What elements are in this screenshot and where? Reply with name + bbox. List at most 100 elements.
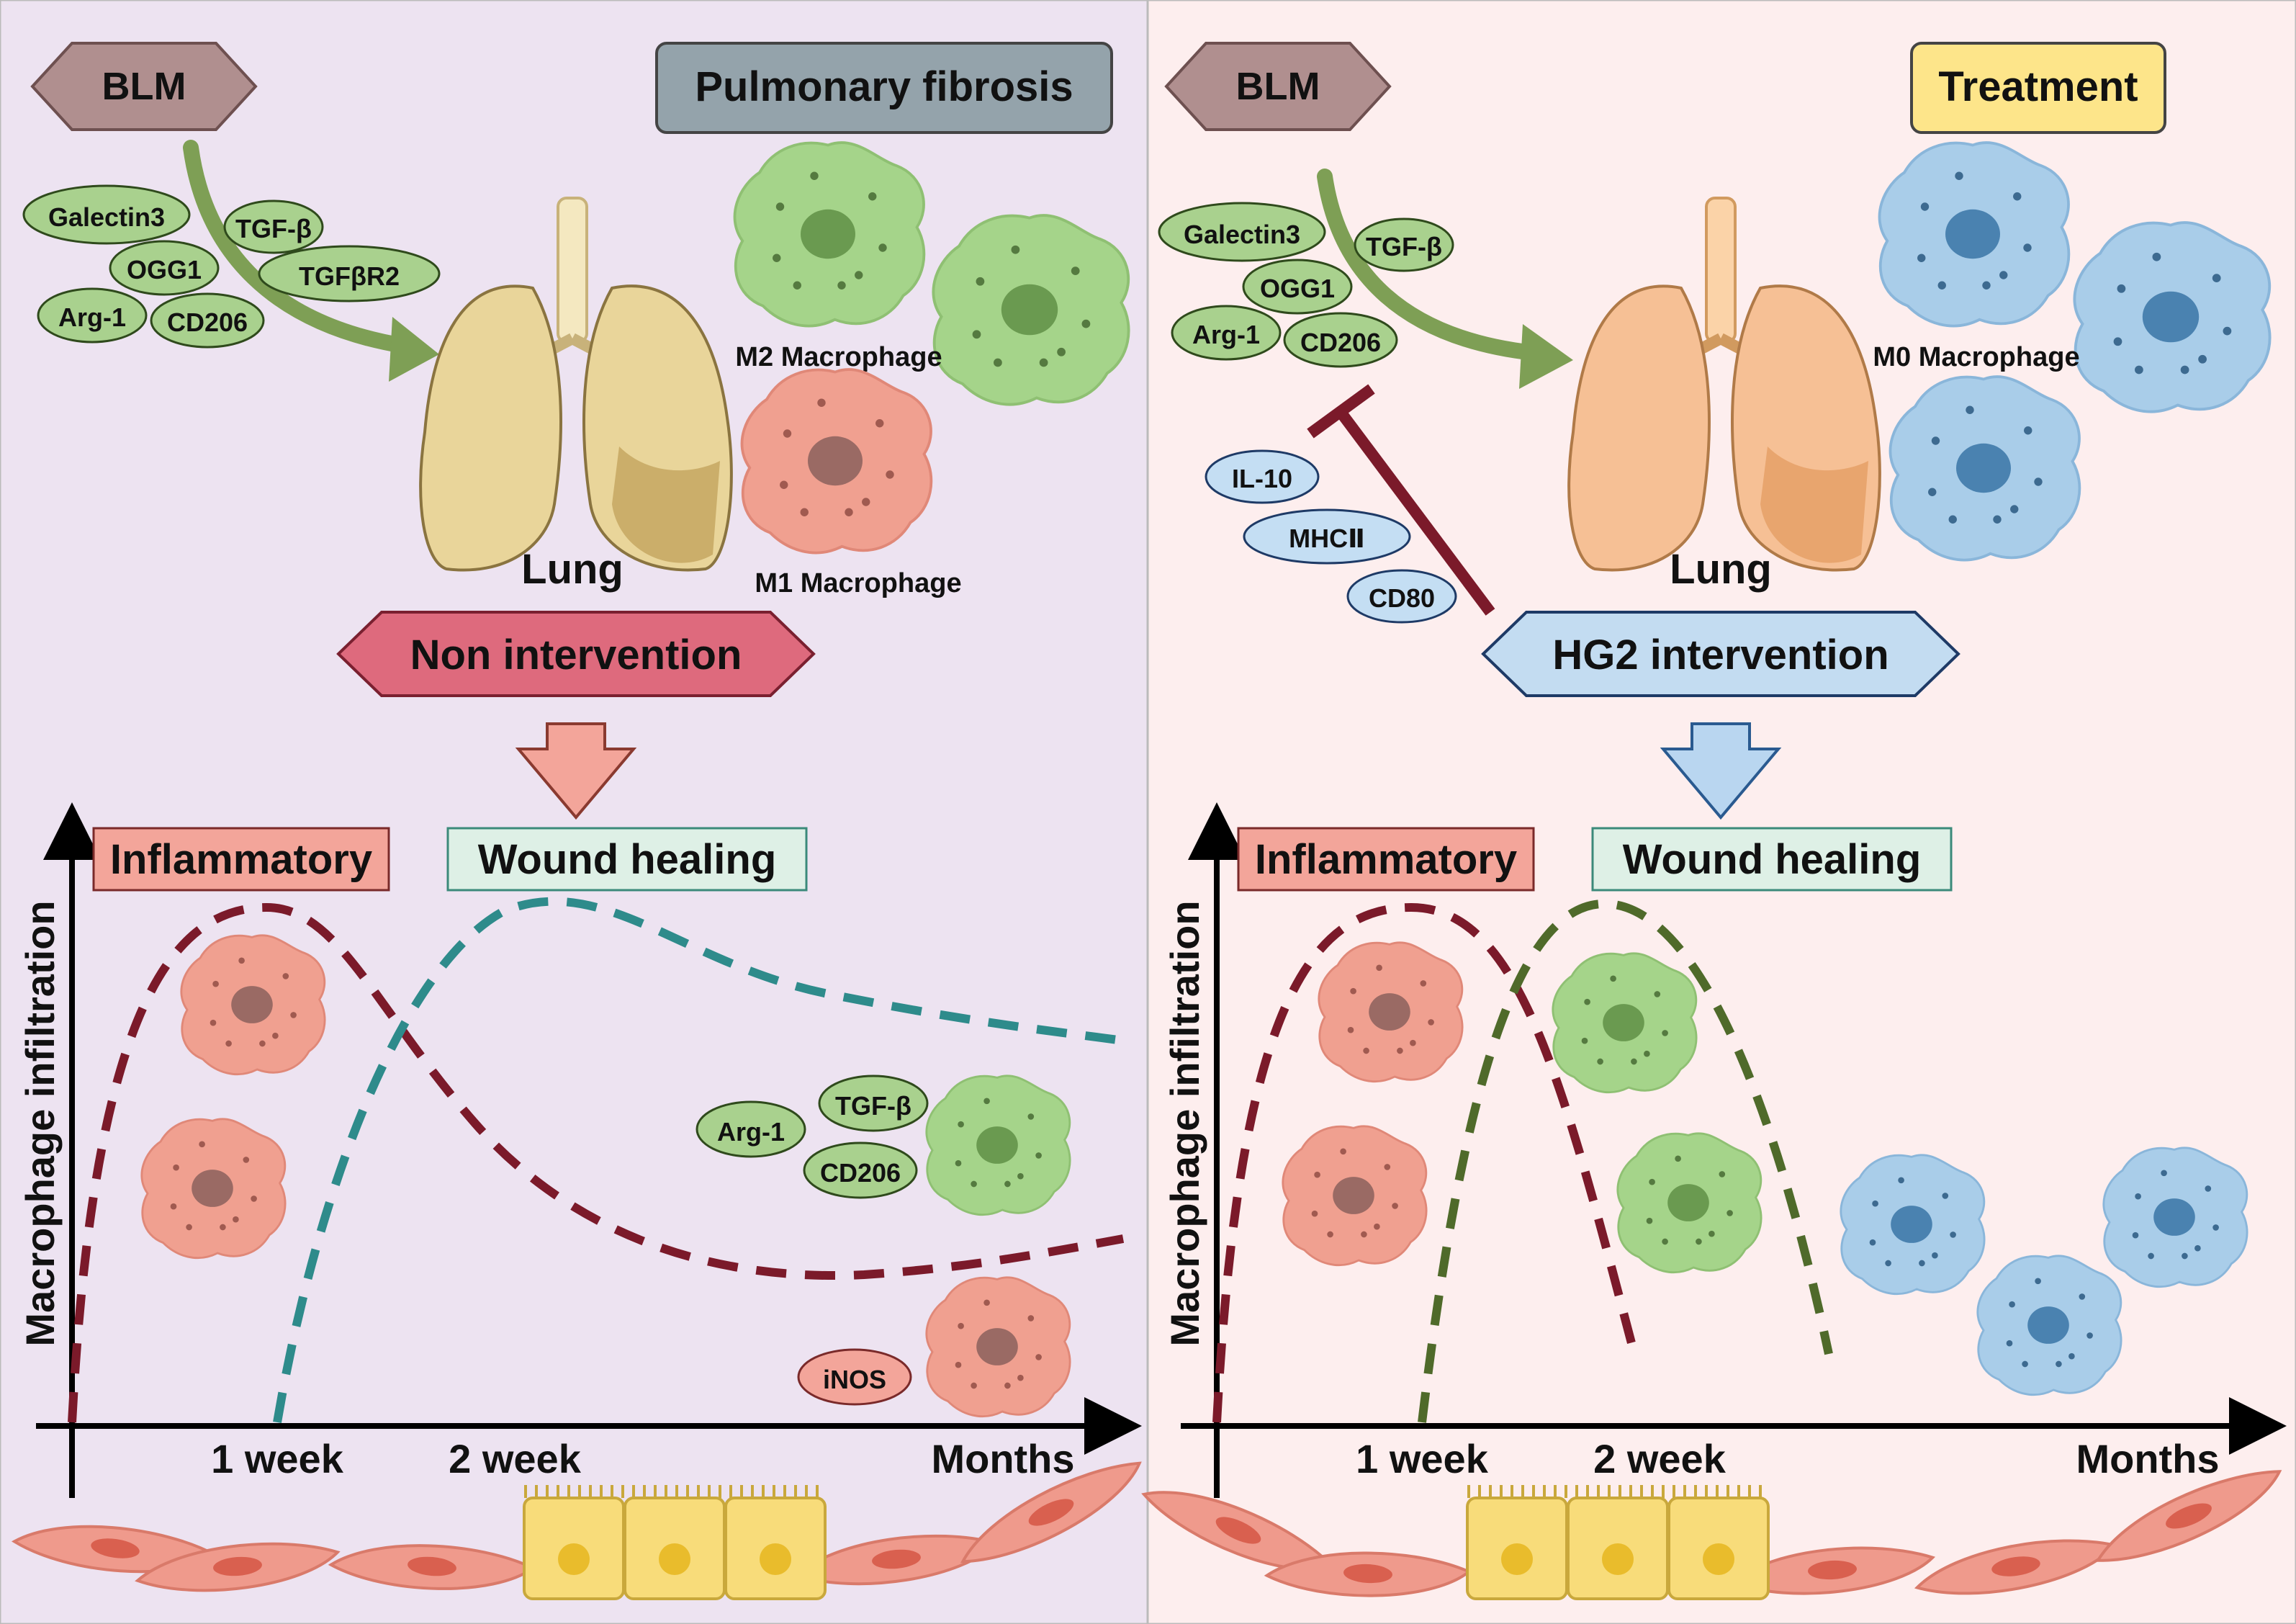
marker-label: CD206 <box>1300 328 1381 357</box>
hg2-intervention-badge <box>1481 611 1960 697</box>
epithelial-cells <box>523 1485 827 1600</box>
blm-label: BLM <box>1236 65 1320 108</box>
m0-macrophage-cell <box>1976 1255 2122 1396</box>
marker-pill <box>22 184 191 245</box>
m0-macrophage-cell <box>1840 1154 1986 1296</box>
y-axis-label: Macrophage infiltration <box>17 900 63 1346</box>
non-intervention-label: Non intervention <box>410 632 742 678</box>
arrow-head <box>1519 324 1573 389</box>
m2-macrophage-label: M2 Macrophage <box>735 342 942 372</box>
marker-label: Galectin3 <box>1184 220 1300 249</box>
m1-macrophage-cell <box>1282 1125 1428 1267</box>
marker-group: Galectin3 TGF-β OGG1 Arg-1 CD206 <box>1158 202 1454 368</box>
m0-macrophage-cell <box>2073 221 2272 413</box>
tick-label-2-week: 2 week <box>449 1436 582 1481</box>
lung-illustration <box>419 197 733 572</box>
tissue-strip <box>1135 1457 2292 1605</box>
m2-macrophage-cell <box>733 141 926 328</box>
lung-left-lobe <box>419 284 562 572</box>
m0-macrophage-cell <box>1878 141 2071 328</box>
tissue-strip <box>11 1449 1154 1600</box>
m2-infiltration-curve <box>1418 899 1833 1423</box>
marker-label: Arg-1 <box>717 1117 785 1147</box>
marker-pill <box>258 245 441 302</box>
inflammatory-box <box>92 827 390 892</box>
marker-label: TGF-β <box>1366 232 1442 261</box>
marker-pill <box>803 1141 918 1199</box>
marker-label: CD206 <box>820 1158 901 1188</box>
marker-label: iNOS <box>823 1365 886 1394</box>
marker-pill <box>1283 312 1398 368</box>
marker-pill <box>818 1075 929 1132</box>
marker-label: OGG1 <box>127 255 202 284</box>
wound-healing-box <box>1591 827 1953 892</box>
wound-healing-label: Wound healing <box>1623 836 1922 883</box>
m1-infiltration-curve <box>1212 902 1639 1423</box>
marker-label: TGFβR2 <box>299 261 400 291</box>
marker-label: Arg-1 <box>1192 320 1260 349</box>
down-arrow <box>1660 722 1782 820</box>
m1-macrophage-cell <box>180 934 326 1076</box>
m2-macrophage-cell <box>1552 952 1698 1094</box>
panel-title: Pulmonary fibrosis <box>695 63 1073 110</box>
marker-pill <box>1171 305 1282 361</box>
tick-label-months: Months <box>2076 1436 2219 1481</box>
marker-pill <box>1242 259 1353 315</box>
down-arrow <box>515 722 637 820</box>
marker-pill <box>109 240 220 296</box>
wound-healing-label: Wound healing <box>478 836 777 883</box>
marker-label: IL-10 <box>1232 464 1292 493</box>
marker-pill <box>1243 508 1411 565</box>
marker-pill <box>695 1100 806 1158</box>
marker-pill <box>1346 569 1457 624</box>
panel-title: Treatment <box>1938 63 2138 110</box>
marker-pill <box>1158 202 1326 262</box>
marker-label: Galectin3 <box>48 202 165 232</box>
tick-label-1-week: 1 week <box>211 1436 344 1481</box>
marker-label: CD80 <box>1369 583 1435 613</box>
blm-to-lung-arrow <box>183 140 411 354</box>
m2-macrophage-cell <box>932 214 1130 406</box>
m2-macrophage-cell <box>925 1075 1071 1216</box>
lung-label: Lung <box>521 546 623 593</box>
lung-illustration <box>1567 197 1881 572</box>
marker-pill <box>37 287 148 344</box>
non-intervention-badge <box>336 611 816 697</box>
m1-macrophage-label: M1 Macrophage <box>755 568 961 598</box>
marker-pill <box>223 199 324 254</box>
m0-macrophage-cell <box>2102 1147 2248 1288</box>
m2-macrophage-cell <box>1616 1132 1762 1274</box>
tick-label-2-week: 2 week <box>1593 1436 1726 1481</box>
tick-label-months: Months <box>931 1436 1074 1481</box>
blm-badge <box>30 42 258 131</box>
marker-label: TGF-β <box>835 1091 911 1121</box>
tick-label-1-week: 1 week <box>1356 1436 1489 1481</box>
left-panel: BLM Pulmonary fibrosis Galectin3 TGF-β O… <box>11 42 1154 1600</box>
inflammatory-box <box>1237 827 1535 892</box>
m1-macrophage-cell <box>740 368 933 555</box>
marker-pill <box>150 292 265 349</box>
title-box <box>1910 42 2166 134</box>
m1-macrophage-cell <box>925 1276 1071 1418</box>
lung-left-lobe <box>1567 284 1711 572</box>
blm-badge <box>1164 42 1392 131</box>
blm-to-lung-arrow <box>1317 169 1541 361</box>
m1-macrophage-cell <box>140 1118 287 1260</box>
m1-macrophage-cell <box>1318 941 1464 1083</box>
inhibition-line <box>1336 408 1495 616</box>
inflammatory-label: Inflammatory <box>1255 836 1517 883</box>
m0-macrophage-label: M0 Macrophage <box>1873 342 2079 372</box>
lung-label: Lung <box>1670 546 1772 593</box>
marker-pill <box>797 1348 912 1406</box>
blm-label: BLM <box>102 65 186 108</box>
marker-label: OGG1 <box>1260 274 1335 303</box>
marker-label: TGF-β <box>235 214 312 243</box>
hg2-intervention-label: HG2 intervention <box>1552 632 1888 678</box>
m0-macrophage-cell <box>1888 375 2081 562</box>
marker-pill <box>1205 449 1320 504</box>
marker-label: MHCⅡ <box>1289 524 1365 553</box>
wound-healing-box <box>446 827 808 892</box>
right-panel: BLM Treatment Galectin3 TGF-β OGG1 Arg-1… <box>1135 42 2292 1605</box>
inhibition-bar <box>1307 384 1375 439</box>
